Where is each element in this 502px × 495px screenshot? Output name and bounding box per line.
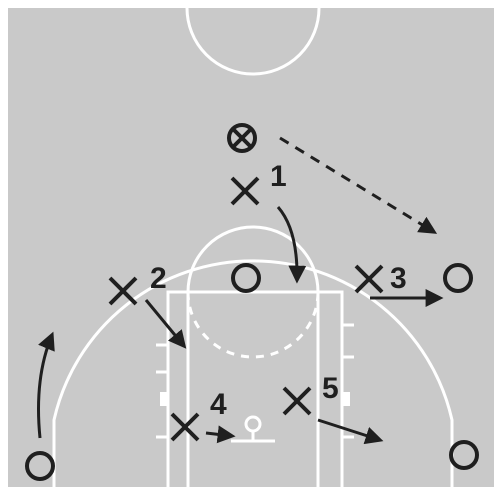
defender-marks <box>108 176 384 442</box>
defender-label-3: 3 <box>390 262 407 295</box>
lane-block-left <box>160 392 168 406</box>
defender-x2 <box>108 276 138 306</box>
offense-right-corner <box>449 440 479 470</box>
defender-x3 <box>354 264 384 294</box>
defender-label-1: 1 <box>270 160 287 193</box>
x1-move-line <box>276 206 307 284</box>
free-throw-circle-top <box>186 225 320 293</box>
x2-move-line <box>144 299 187 349</box>
defender-label-4: 4 <box>210 388 227 421</box>
pass-line <box>279 136 438 234</box>
offense-left-corner <box>25 451 55 481</box>
offense-top <box>231 263 261 293</box>
x4-move-line <box>205 425 236 444</box>
defender-x4 <box>170 412 200 442</box>
lane-block-right <box>342 392 350 406</box>
defender-label-2: 2 <box>150 262 167 295</box>
offense-players <box>25 123 479 481</box>
defender-x1 <box>230 176 260 206</box>
left-corner-cut-line <box>37 331 55 439</box>
court-floor <box>8 8 494 487</box>
center-circle <box>185 8 321 76</box>
x5-move-line <box>317 418 384 445</box>
movement-lines <box>37 136 444 445</box>
offense-right-wing <box>443 263 473 293</box>
three-point-arc <box>52 259 454 487</box>
defender-x5 <box>282 386 312 416</box>
defender-label-5: 5 <box>322 372 339 405</box>
offense-ball-handler <box>227 123 257 153</box>
